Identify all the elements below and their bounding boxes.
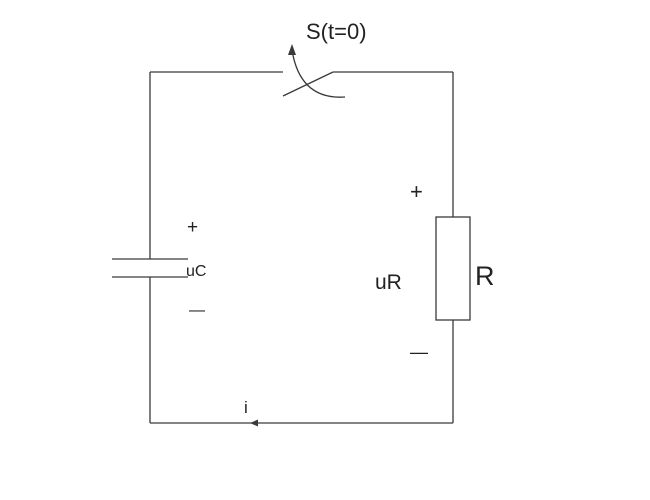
capacitor-minus-sign: —	[189, 302, 205, 319]
capacitor-plus-sign: +	[187, 217, 198, 238]
switch-arrow-head-icon	[288, 44, 296, 55]
resistor-minus-sign: —	[410, 342, 428, 362]
capacitor-voltage-label: uC	[186, 263, 206, 280]
switch-arc	[291, 49, 346, 98]
resistor-body	[435, 216, 471, 321]
switch-label: S(t=0)	[306, 19, 367, 44]
switch-blade	[282, 71, 334, 97]
current-label: i	[244, 398, 248, 417]
resistor-voltage-label: uR	[375, 271, 402, 294]
resistor-plus-sign: +	[410, 179, 423, 204]
current-arrow-head-icon	[250, 419, 258, 427]
resistor-label: R	[475, 261, 495, 291]
